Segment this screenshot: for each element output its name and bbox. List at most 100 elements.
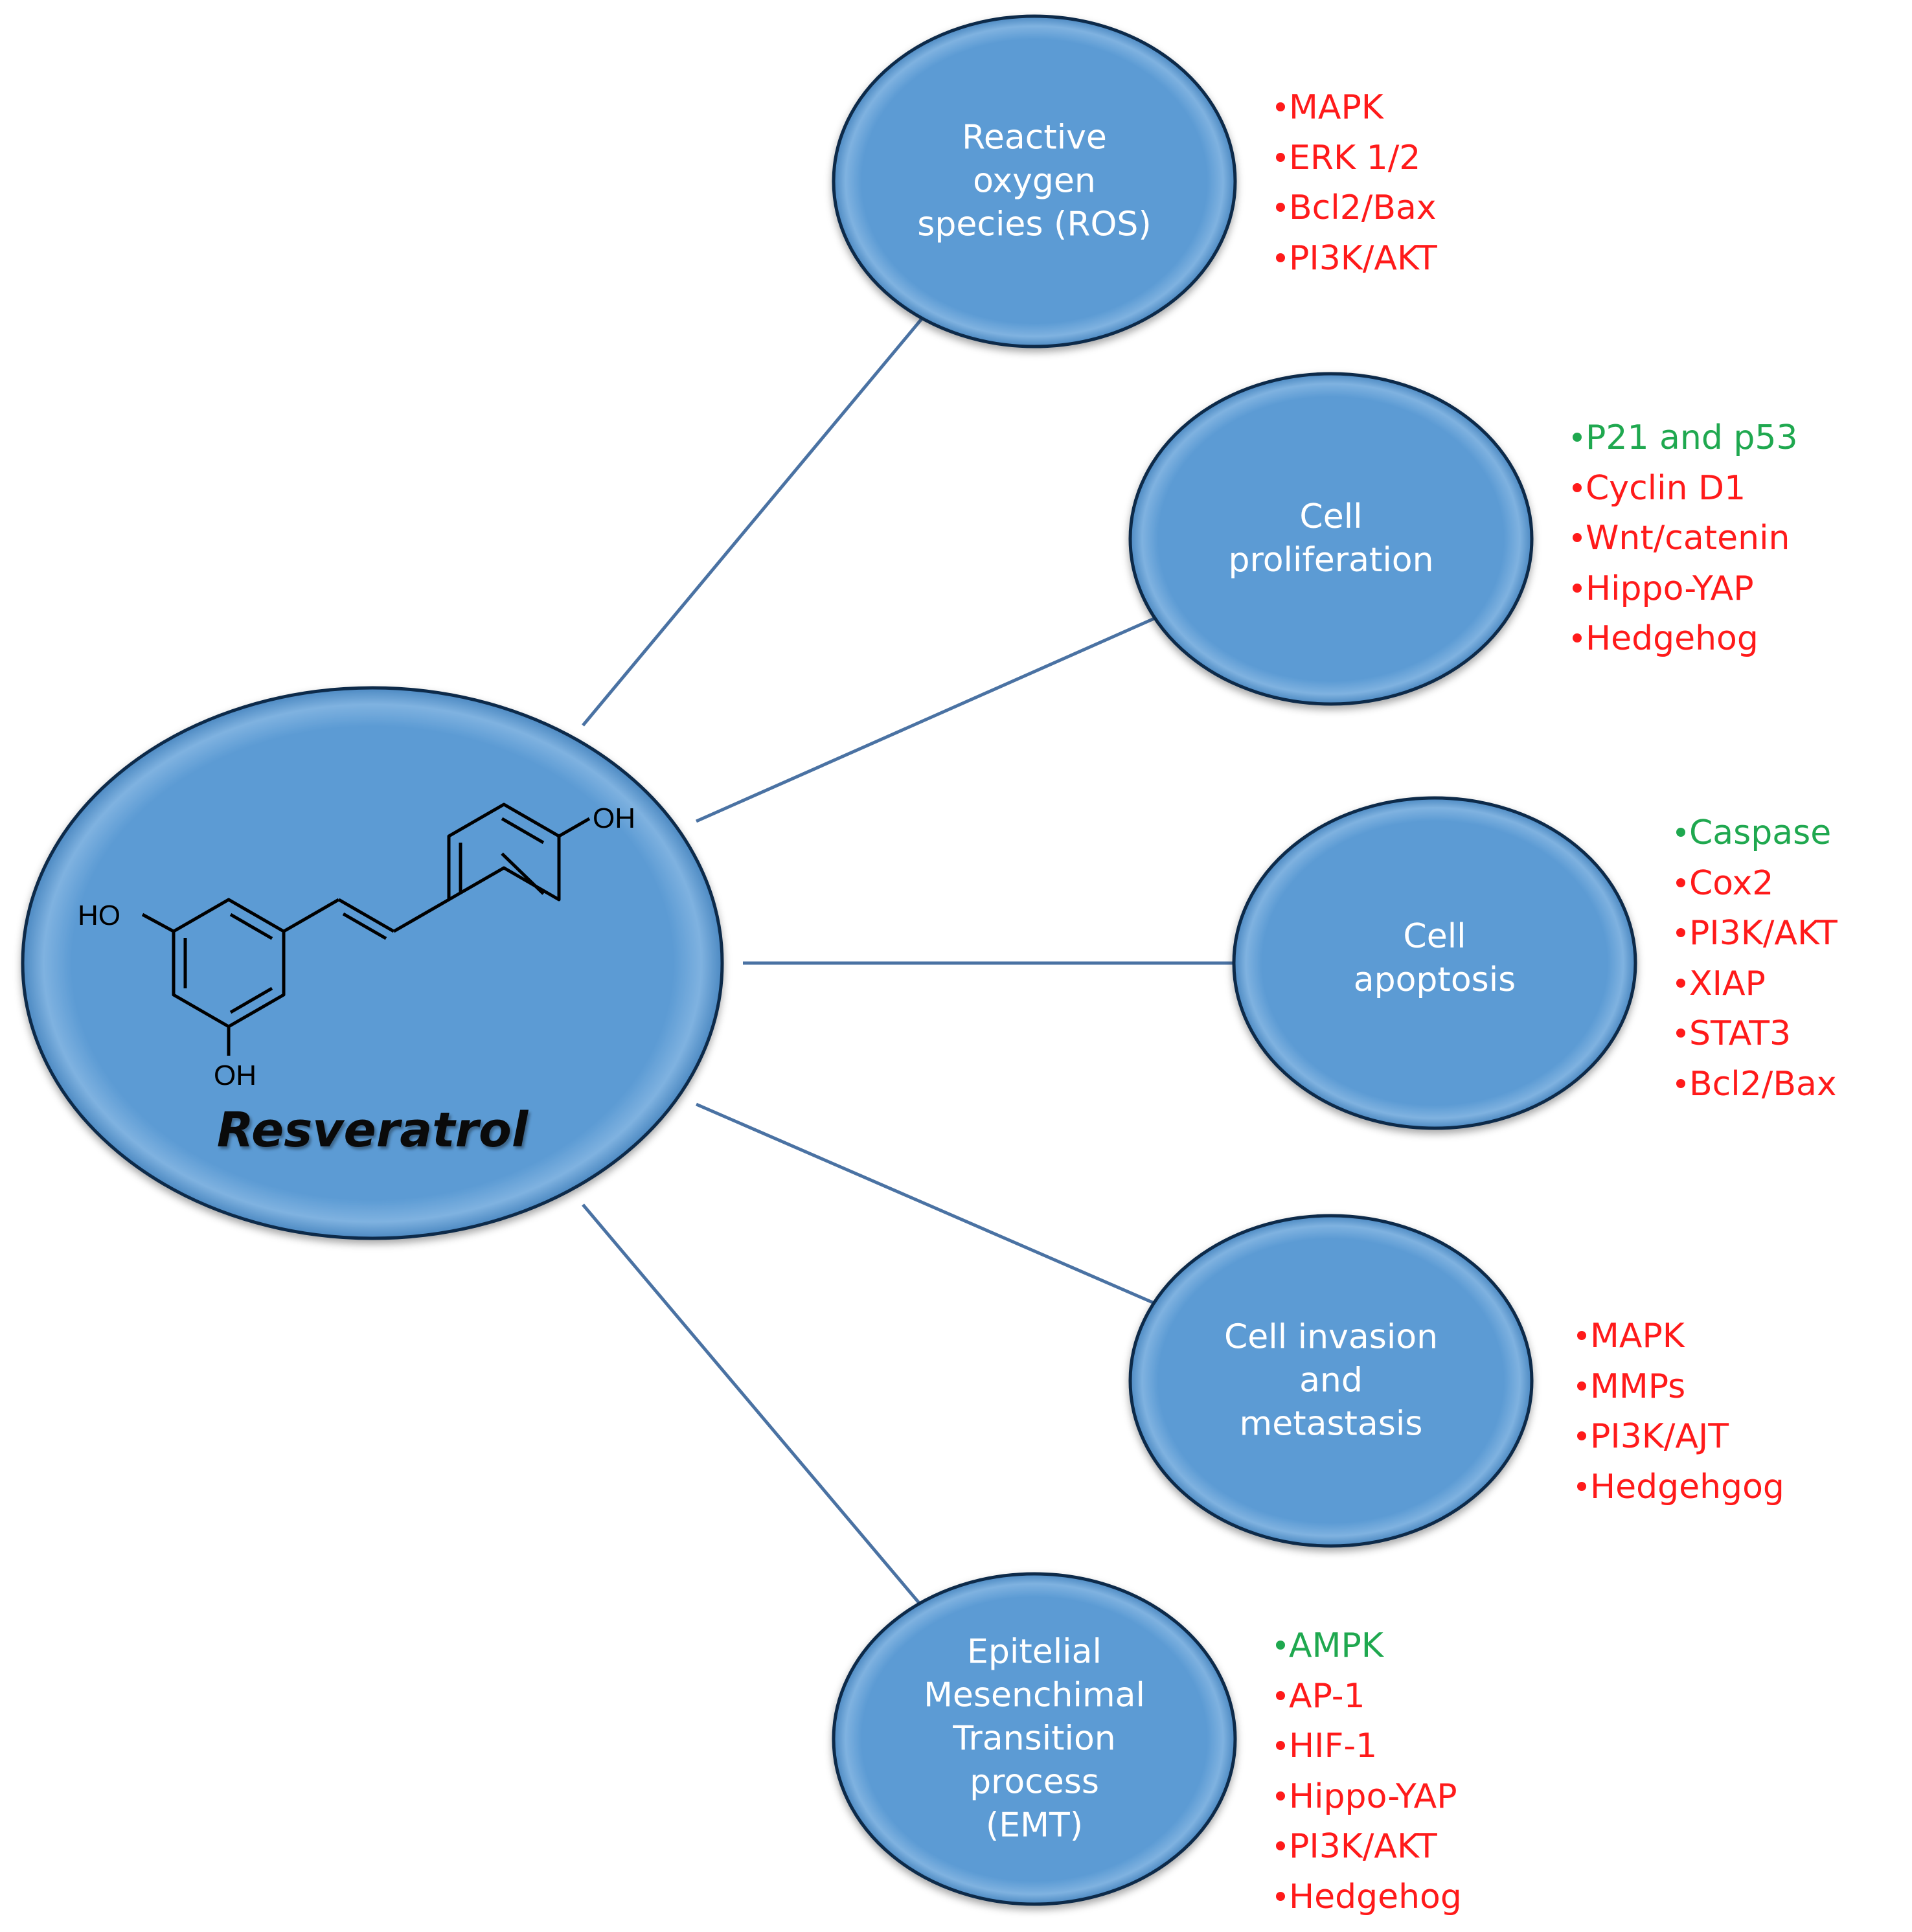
- bullet-dot: [1276, 253, 1285, 262]
- node-label-line: and: [1299, 1361, 1363, 1400]
- target-item: PI3K/AKT: [1276, 1822, 1462, 1872]
- node-label-line: oxygen: [973, 161, 1096, 201]
- bullet-dot: [1676, 928, 1685, 937]
- target-item: Hedgehog: [1276, 1872, 1462, 1923]
- node-label-apoptosis: Cell apoptosis: [1354, 915, 1516, 1002]
- target-text: Bcl2/Bax: [1689, 1064, 1837, 1104]
- bullet-dot: [1276, 152, 1285, 162]
- target-item: Bcl2/Bax: [1276, 183, 1437, 234]
- target-item: STAT3: [1676, 1009, 1838, 1060]
- target-list-proliferation: P21 and p53 Cyclin D1 Wnt/catenin Hippo-…: [1573, 413, 1798, 665]
- connector-emt: [582, 1203, 924, 1609]
- bullet-dot: [1276, 1690, 1285, 1700]
- node-ros: [832, 14, 1237, 348]
- target-text: PI3K/AJT: [1590, 1417, 1729, 1456]
- molecule-ring-right: [447, 802, 561, 902]
- target-item: AMPK: [1276, 1621, 1462, 1672]
- bullet-dot: [1676, 1029, 1685, 1038]
- target-item: Hedgehgog: [1577, 1462, 1784, 1513]
- target-item: Hippo-YAP: [1573, 564, 1798, 615]
- molecule-bond-oh-upper: [141, 913, 175, 933]
- target-item: Hedgehog: [1573, 614, 1798, 665]
- connector-proliferation: [695, 617, 1155, 823]
- node-label-line: proliferation: [1228, 541, 1434, 580]
- molecule-bond-vinyl-2: [337, 898, 395, 933]
- target-list-ros: MAPK ERK 1/2 Bcl2/Bax PI3K/AKT: [1276, 83, 1437, 284]
- connector-ros: [582, 316, 924, 727]
- molecule-label-ho: HO: [78, 900, 120, 931]
- target-text: Bcl2/Bax: [1289, 188, 1437, 227]
- bullet-dot: [1573, 633, 1582, 642]
- molecule-double-bond: [342, 912, 387, 940]
- target-item: MAPK: [1276, 83, 1437, 133]
- target-text: MAPK: [1590, 1317, 1685, 1356]
- node-label-line: Mesenchimal: [924, 1676, 1145, 1715]
- target-text: Hedgehog: [1289, 1877, 1462, 1916]
- target-text: ERK 1/2: [1289, 138, 1421, 177]
- node-label-line: species (ROS): [917, 205, 1152, 244]
- bullet-dot: [1573, 433, 1582, 442]
- node-label-line: Reactive: [962, 118, 1107, 157]
- bullet-dot: [1276, 102, 1285, 111]
- target-item: PI3K/AJT: [1577, 1412, 1784, 1462]
- bullet-dot: [1577, 1381, 1586, 1391]
- molecule-bond-oh-para: [558, 817, 591, 838]
- target-text: HIF-1: [1289, 1727, 1378, 1766]
- target-item: Hippo-YAP: [1276, 1772, 1462, 1823]
- molecule-label-oh-para: OH: [593, 802, 635, 834]
- target-item: HIF-1: [1276, 1722, 1462, 1772]
- bullet-dot: [1276, 1841, 1285, 1850]
- node-label-line: Cell invasion: [1223, 1317, 1439, 1357]
- node-label-invasion: Cell invasion and metastasis: [1224, 1316, 1438, 1446]
- bullet-dot: [1276, 1891, 1285, 1901]
- bullet-dot: [1573, 583, 1582, 593]
- target-text: MMPs: [1590, 1367, 1686, 1406]
- target-item: AP-1: [1276, 1672, 1462, 1722]
- node-label-line: apoptosis: [1353, 960, 1516, 999]
- bullet-dot: [1276, 203, 1285, 212]
- resveratrol-molecule: [141, 802, 591, 1056]
- molecule-label-oh-lower: OH: [214, 1060, 256, 1091]
- target-item: Cox2: [1676, 859, 1838, 909]
- target-text: Cyclin D1: [1586, 468, 1746, 508]
- target-text: Wnt/catenin: [1586, 519, 1790, 558]
- target-text: MAPK: [1289, 88, 1383, 127]
- molecule-bond-vinyl-1: [282, 898, 340, 933]
- node-label-line: process: [970, 1762, 1099, 1802]
- target-item: Cyclin D1: [1573, 464, 1798, 514]
- target-item: P21 and p53: [1573, 413, 1798, 464]
- node-label-line: metastasis: [1239, 1404, 1423, 1444]
- target-text: Hippo-YAP: [1586, 569, 1754, 608]
- bullet-dot: [1573, 533, 1582, 542]
- target-text: Caspase: [1689, 813, 1832, 852]
- node-apoptosis: [1232, 796, 1637, 1130]
- center-node: [21, 686, 724, 1240]
- bullet-dot: [1676, 828, 1685, 837]
- target-list-apoptosis: Caspase Cox2 PI3K/AKT XIAP STAT3 Bcl2/Ba…: [1676, 808, 1838, 1109]
- target-text: Hedgehgog: [1590, 1467, 1784, 1506]
- target-text: Hedgehog: [1586, 619, 1758, 658]
- bullet-dot: [1577, 1481, 1586, 1491]
- bullet-dot: [1577, 1331, 1586, 1340]
- target-text: PI3K/AKT: [1689, 914, 1838, 953]
- target-text: PI3K/AKT: [1289, 238, 1437, 278]
- node-label-line: Cell: [1403, 917, 1466, 956]
- target-item: XIAP: [1676, 959, 1838, 1010]
- target-item: Caspase: [1676, 808, 1838, 859]
- node-label-line: Cell: [1299, 497, 1363, 536]
- bullet-dot: [1676, 978, 1685, 988]
- node-label-line: Epitelial: [967, 1632, 1102, 1672]
- target-item: MAPK: [1577, 1312, 1784, 1362]
- node-invasion: [1128, 1214, 1534, 1548]
- target-text: XIAP: [1689, 964, 1766, 1003]
- target-text: STAT3: [1689, 1014, 1792, 1053]
- target-item: PI3K/AKT: [1676, 909, 1838, 959]
- bullet-dot: [1676, 1078, 1685, 1088]
- bullet-dot: [1276, 1791, 1285, 1801]
- center-title: Resveratrol: [216, 1102, 529, 1158]
- target-item: ERK 1/2: [1276, 133, 1437, 184]
- node-proliferation: [1128, 372, 1534, 706]
- node-emt: [832, 1572, 1237, 1906]
- target-item: Wnt/catenin: [1573, 514, 1798, 564]
- bullet-dot: [1573, 483, 1582, 492]
